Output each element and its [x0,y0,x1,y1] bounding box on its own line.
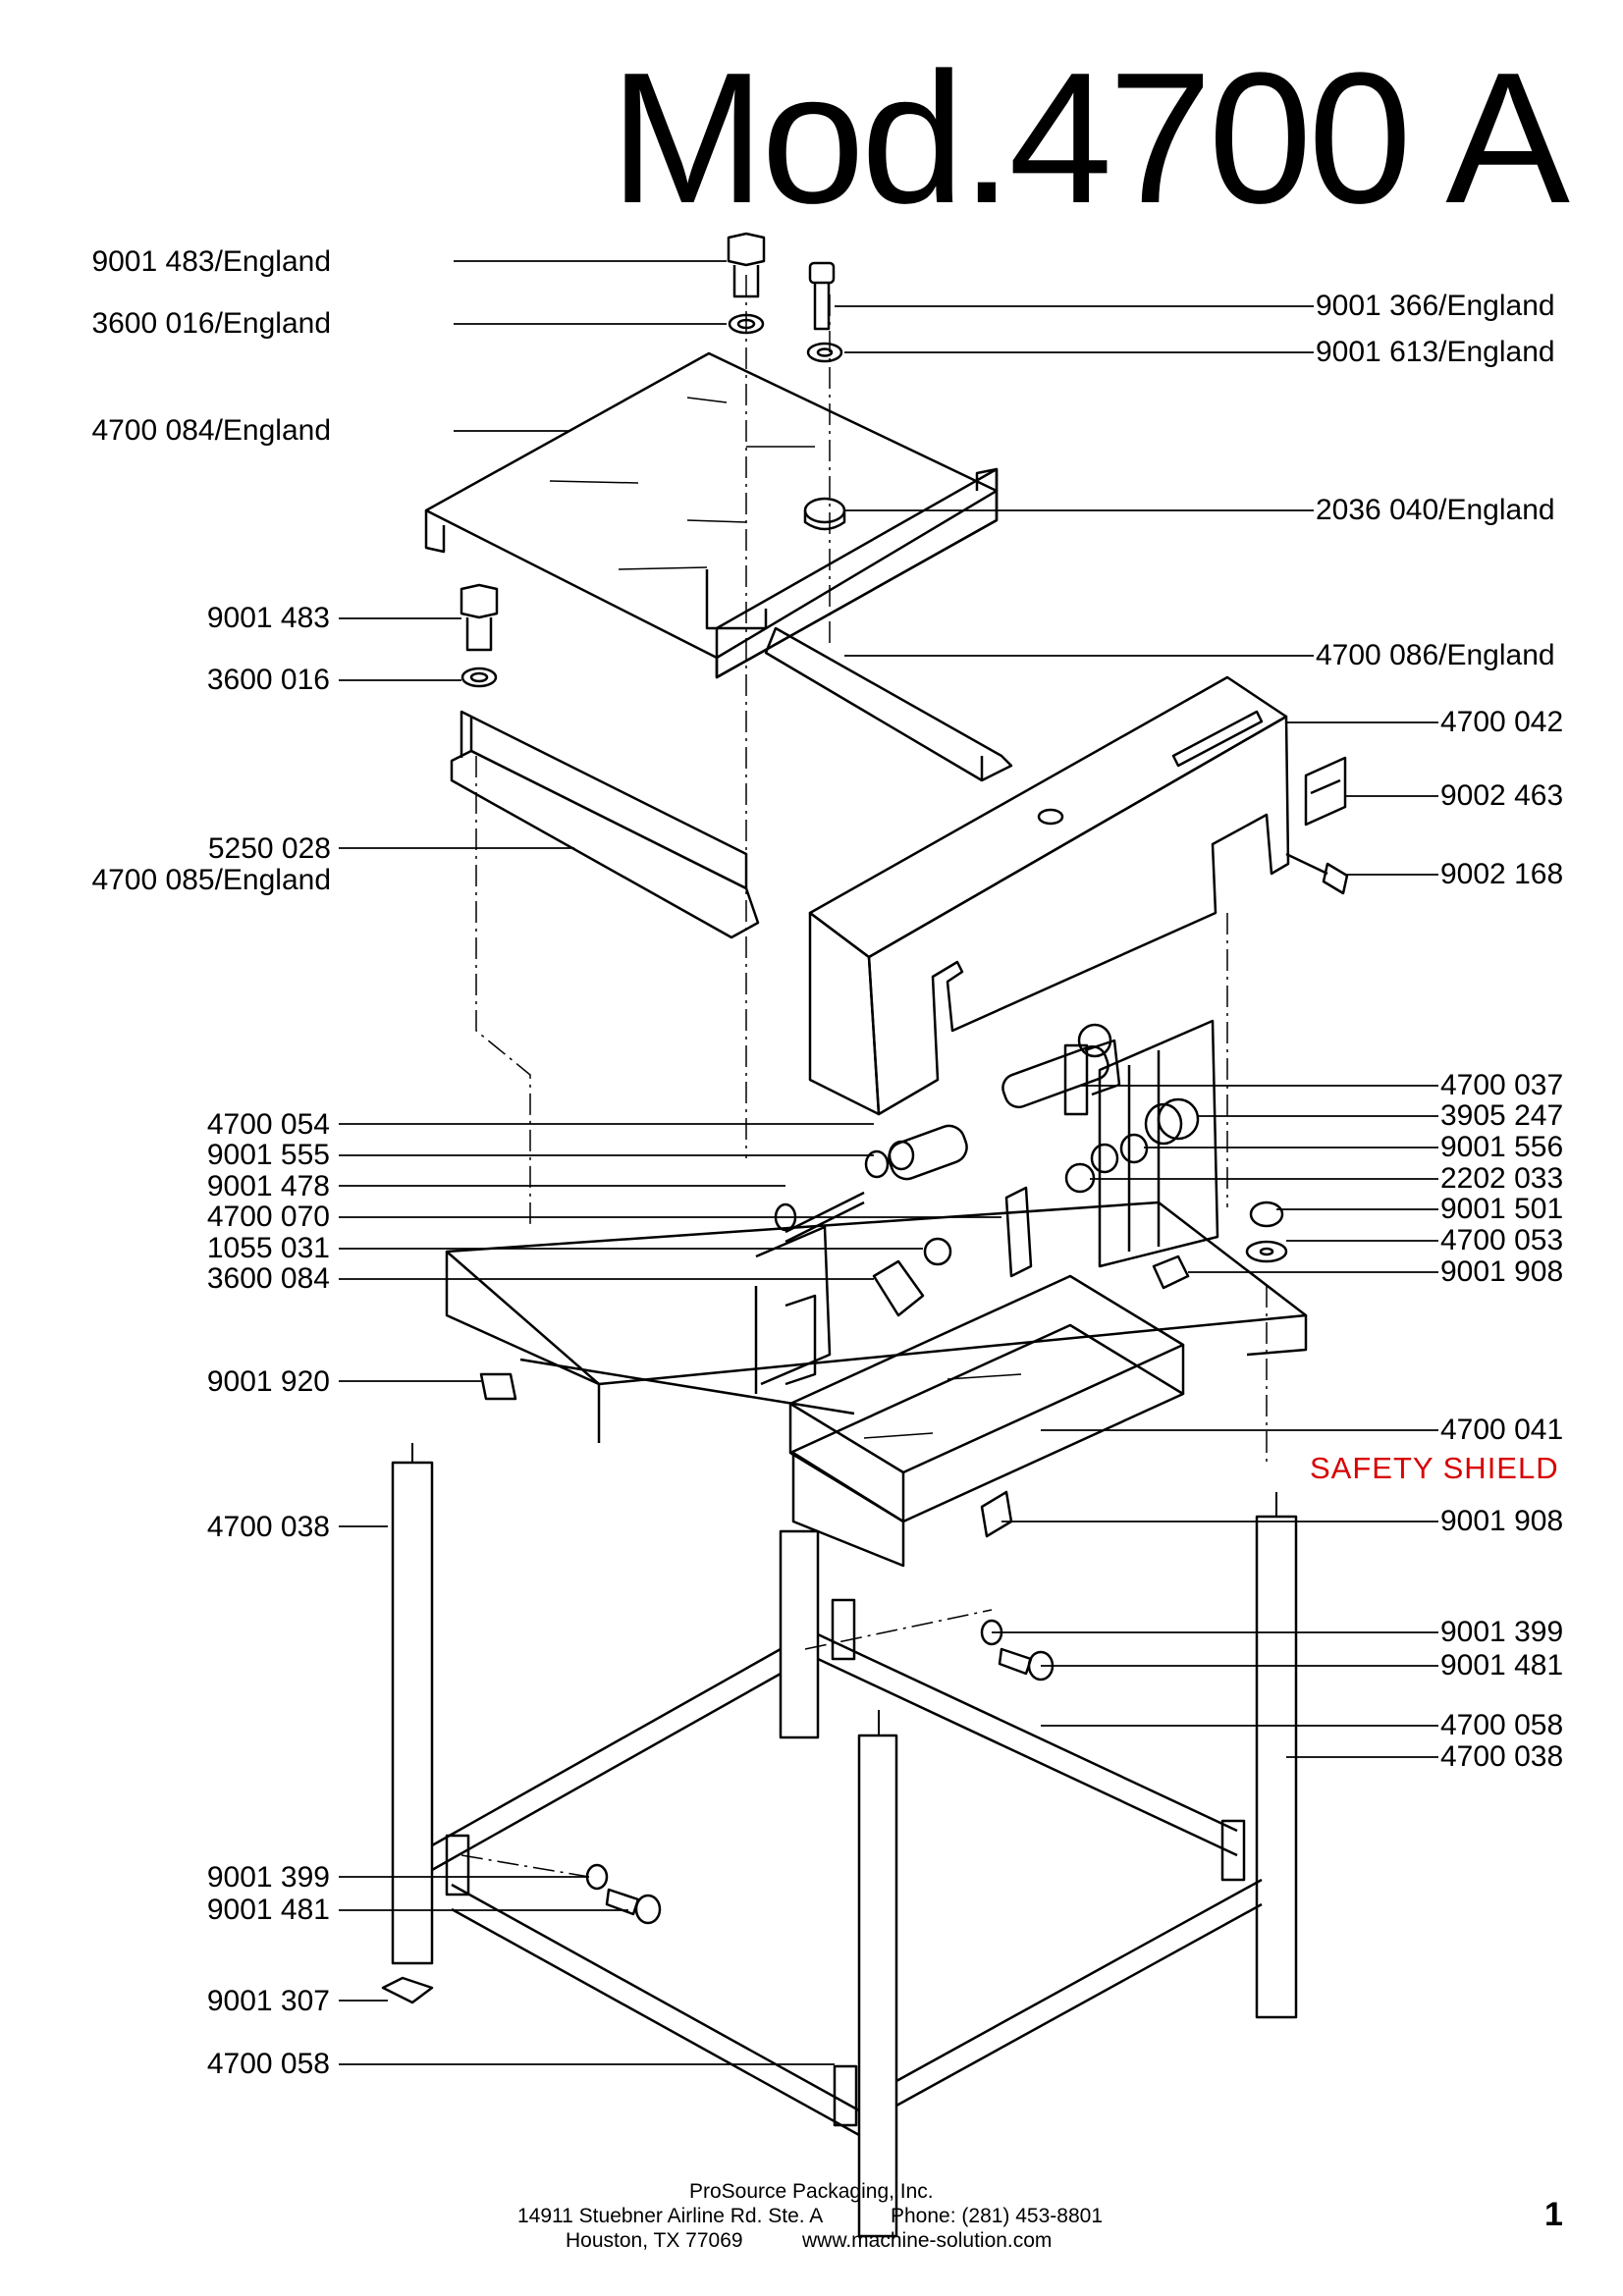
part-label-left: 3600 016 [206,664,330,696]
top-bolts [460,232,843,688]
part-label-left: 4700 070 [206,1201,330,1233]
part-label-right: 9001 366/England [1316,290,1555,322]
footer-phone: Phone: (281) 453-8801 [891,2205,1103,2227]
part-label-right: 9002 168 [1440,858,1564,890]
leader-lines-left [339,260,1001,2065]
part-label-right: 4700 053 [1440,1224,1564,1256]
page-number: 1 [1544,2196,1563,2233]
part-label-left: 9001 483/England [91,245,331,278]
safety-shield-note: SAFETY SHIELD [1310,1451,1559,1485]
label-plate-9002-463 [1285,756,1349,895]
part-label-right: 2036 040/England [1316,494,1555,526]
part-label-right: 9001 556 [1440,1131,1564,1163]
leader-lines-right [835,305,1438,1758]
part-label-right: 9001 908 [1440,1505,1564,1537]
part-label-right: 4700 037 [1440,1069,1564,1101]
part-label-left: 4700 085/England [91,864,331,896]
part-label-left: 4700 054 [206,1108,330,1141]
cutting-mechanism [774,1019,1288,1317]
stand-frame [381,1461,1298,2238]
part-label-left: 9001 555 [206,1139,330,1171]
part-label-right: 9001 908 [1440,1255,1564,1288]
page-title: Mod.4700 A [609,34,1570,242]
part-label-left: 4700 038 [206,1511,330,1543]
part-label-right: 9001 613/England [1316,336,1555,368]
angle-bracket-5250-028 [450,710,760,939]
part-label-right: 2202 033 [1440,1162,1564,1195]
part-label-left: 3600 016/England [91,307,331,340]
footer-city: Houston, TX 77069 [566,2229,743,2252]
main-housing-4700-042 [808,675,1290,1116]
part-label-right: 9001 501 [1440,1193,1564,1225]
footer-company: ProSource Packaging, Inc. [689,2180,934,2203]
part-label-left: 9001 478 [206,1170,330,1202]
part-label-right: 4700 058 [1440,1709,1564,1741]
part-label-left: 9001 920 [206,1365,330,1398]
part-label-left: 9001 399 [206,1861,330,1894]
part-label-left: 4700 058 [206,2048,330,2080]
safety-shield-4700-041 [788,1274,1185,1568]
frame-bolts [585,1619,1055,1925]
part-label-left: 9001 481 [206,1894,330,1926]
part-label-left: 9001 307 [206,1985,330,2017]
part-label-left: 3600 084 [206,1262,330,1295]
base-table [445,1201,1308,1443]
part-label-left: 1055 031 [206,1232,330,1264]
part-label-right: 9002 463 [1440,779,1564,812]
part-label-left: 5250 028 [207,832,331,865]
part-label-left: 4700 084/England [91,414,331,447]
part-label-right: 9001 481 [1440,1649,1564,1682]
guide-rail-4700-086 [764,626,1013,782]
part-label-left: 9001 483 [206,602,330,634]
footer-address: 14911 Stuebner Airline Rd. Ste. A [517,2205,824,2227]
part-label-right: 4700 042 [1440,706,1564,738]
top-cover-plate [424,351,999,679]
part-label-right: 4700 038 [1440,1740,1564,1773]
part-label-right: 3905 247 [1440,1099,1564,1132]
footer-website: www.machine-solution.com [802,2229,1053,2252]
part-label-right: 4700 041 [1440,1414,1564,1446]
part-label-right: 4700 086/England [1316,639,1555,671]
part-label-right: 9001 399 [1440,1616,1564,1648]
